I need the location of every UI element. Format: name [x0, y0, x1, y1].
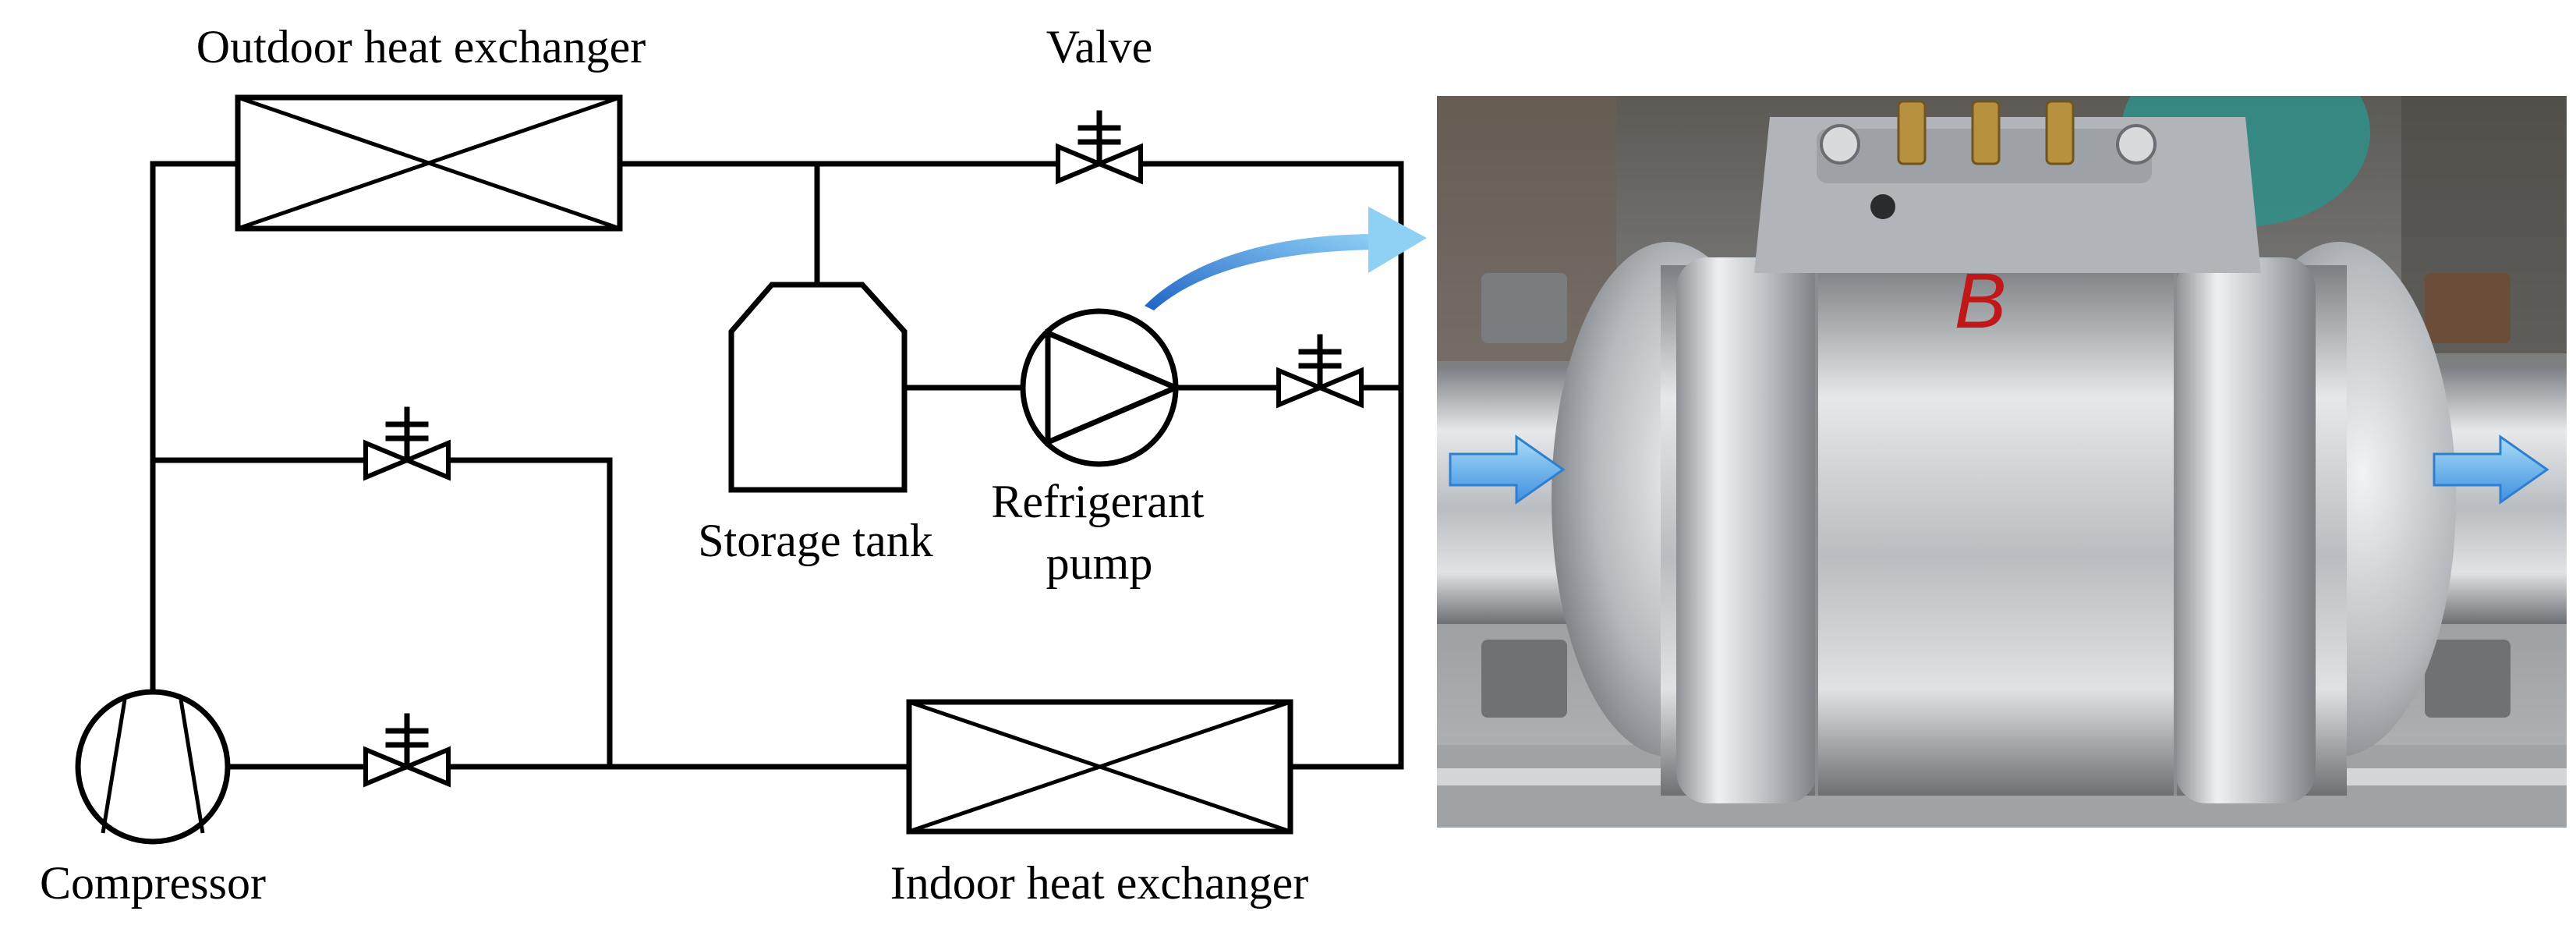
label-indoor-heat-exchanger: Indoor heat exchanger: [890, 857, 1308, 909]
pump-photo: B: [1437, 96, 2567, 828]
label-outdoor-heat-exchanger: Outdoor heat exchanger: [196, 21, 646, 73]
flow-arrow-in: [1449, 434, 1566, 505]
outdoor-heat-exchanger: [235, 94, 623, 232]
label-valve: Valve: [1046, 21, 1153, 73]
compressor: [75, 689, 231, 845]
valve-pump-line: [1276, 334, 1364, 409]
label-storage-tank: Storage tank: [698, 515, 933, 566]
valve-middle: [363, 406, 451, 481]
label-refrigerant-pump-line2: pump: [1046, 537, 1153, 589]
pointer-arrow: [1145, 207, 1427, 310]
valve-top: [1056, 110, 1143, 185]
indoor-heat-exchanger: [906, 699, 1293, 835]
schematic: Outdoor heat exchanger Valve Storage tan…: [40, 21, 1427, 909]
label-compressor: Compressor: [40, 857, 266, 909]
valve-bottom: [363, 713, 451, 788]
label-refrigerant-pump-line1: Refrigerant: [991, 476, 1205, 527]
flow-arrow-out: [2433, 434, 2549, 505]
refrigerant-pump: [1020, 308, 1183, 467]
storage-tank: [728, 282, 908, 493]
photo-marking: B: [1955, 257, 2007, 345]
